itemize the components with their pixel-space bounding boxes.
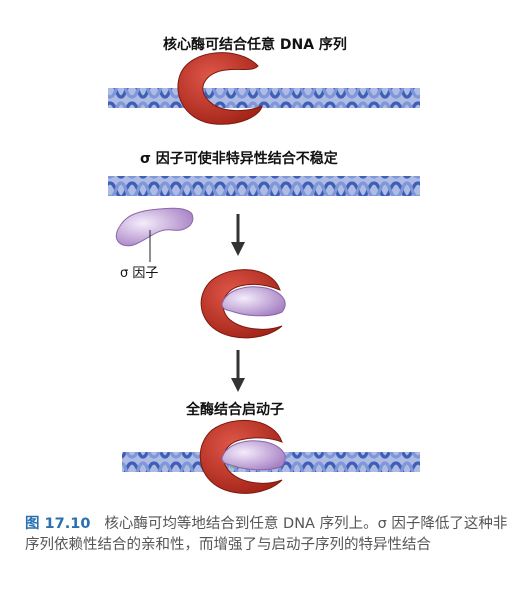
caption-text: 核心酶可均等地结合到任意 DNA 序列上。σ 因子降低了这种非序列依赖性结合的亲…: [25, 516, 508, 553]
sigma-destabilizes-label: σ 因子可使非特异性结合不稳定: [140, 151, 338, 167]
core-enzyme-1: [177, 52, 263, 125]
sigma-factor: [115, 207, 194, 262]
arrow-down-1: [231, 214, 245, 256]
sigma-factor-label: σ 因子: [120, 266, 159, 281]
holoenzyme-bound: [199, 419, 286, 494]
holoenzyme-label: 全酶结合启动子: [186, 402, 284, 418]
transcription-diagram: [108, 52, 420, 494]
dna-strand-2: [108, 176, 420, 196]
arrow-down-2: [231, 350, 245, 392]
holoenzyme-free: [200, 269, 286, 339]
core-enzyme-label: 核心酶可结合任意 DNA 序列: [163, 37, 347, 53]
figure-number: 图 17.10: [25, 516, 91, 532]
dna-strand-1: [108, 88, 420, 108]
